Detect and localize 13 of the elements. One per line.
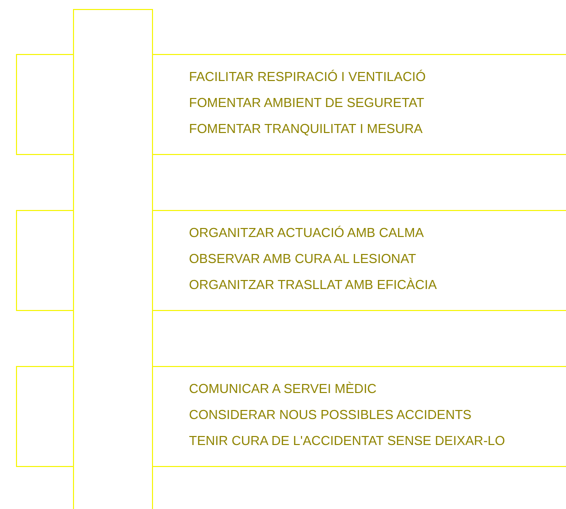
- band-text: FOMENTAR TRANQUILITAT I MESURA: [189, 121, 424, 137]
- band-text: ORGANITZAR TRASLLAT AMB EFICÀCIA: [189, 277, 437, 293]
- band: [16, 54, 566, 155]
- band-text: FOMENTAR AMBIENT DE SEGURETAT: [189, 95, 426, 111]
- bar-shape: [73, 9, 153, 509]
- band-text: FACILITAR RESPIRACIÓ I VENTILACIÓ: [189, 69, 426, 85]
- band-text: CONSIDERAR NOUS POSSIBLES ACCIDENTS: [189, 407, 472, 423]
- band: [16, 366, 566, 467]
- band-text: OBSERVAR AMB CURA AL LESIONAT: [189, 251, 418, 267]
- band: [16, 210, 566, 311]
- band-text: COMUNICAR A SERVEI MÈDIC: [189, 381, 378, 397]
- band-text: ORGANITZAR ACTUACIÓ AMB CALMA: [189, 225, 425, 241]
- band-text: TENIR CURA DE L'ACCIDENTAT SENSE DEIXAR-LO: [189, 433, 505, 449]
